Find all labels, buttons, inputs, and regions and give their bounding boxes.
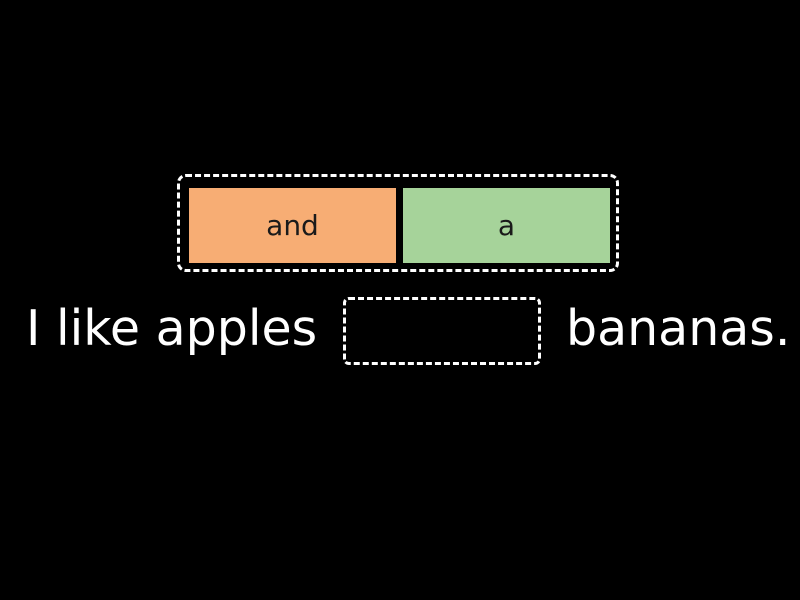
word-options-tray — [177, 174, 619, 272]
word-tile-label: a — [497, 209, 516, 242]
word-tile-and[interactable]: and — [189, 188, 396, 263]
word-tile-a[interactable]: a — [403, 188, 610, 263]
answer-drop-slot[interactable] — [343, 297, 541, 365]
sentence-text-after: bananas. — [566, 300, 791, 357]
sentence-text-before: I like apples — [26, 300, 318, 357]
word-tile-label: and — [266, 209, 319, 242]
